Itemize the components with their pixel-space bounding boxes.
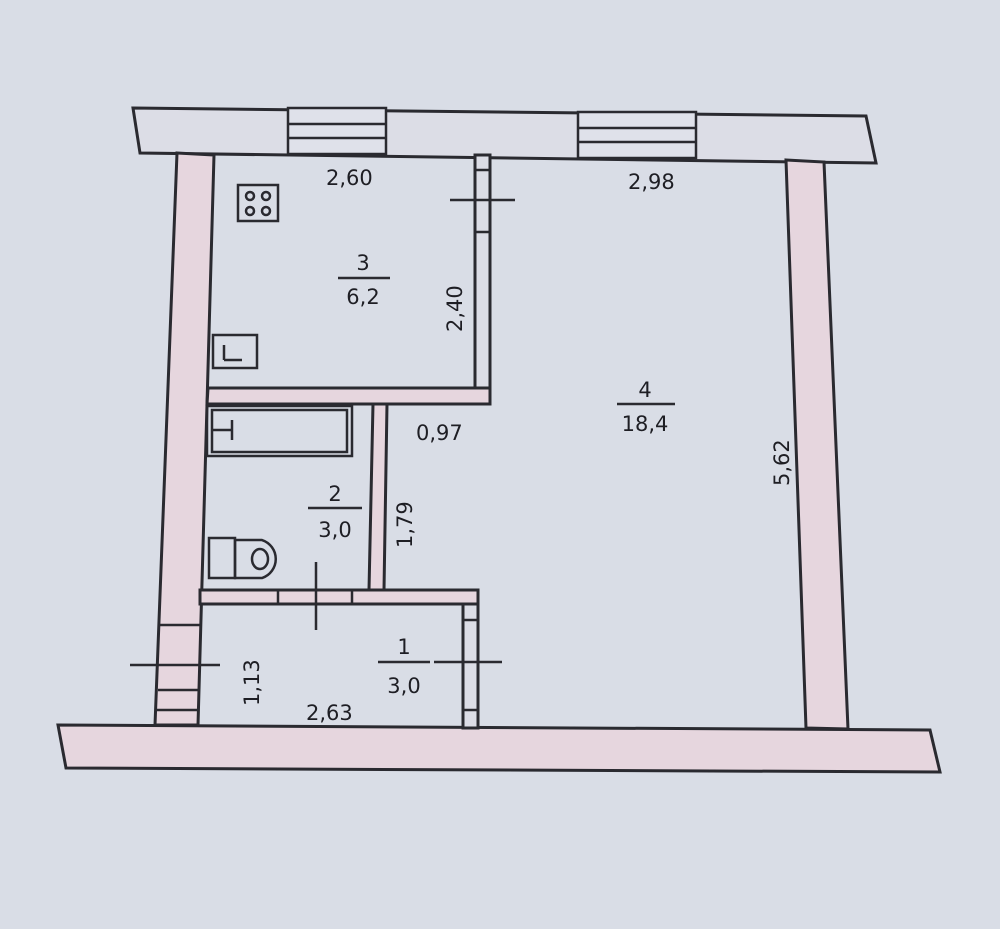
- dim-bath-depth: 1,79: [393, 501, 417, 548]
- room-4-number: 4: [638, 378, 651, 402]
- bathtub-icon: [205, 404, 354, 458]
- dim-kitchen-width: 2,60: [326, 166, 373, 190]
- room-2-label: 2 3,0: [308, 482, 362, 542]
- dim-hall-depth: 1,13: [240, 659, 264, 706]
- kitchen-partition-vertical: [473, 153, 492, 392]
- room-1-area: 3,0: [387, 674, 420, 698]
- window-main-room: [576, 110, 698, 160]
- entrance-door: [130, 623, 220, 712]
- right-exterior-wall: [784, 158, 850, 731]
- hall-partition-vertical: [461, 602, 480, 730]
- room-4-label: 4 18,4: [617, 378, 675, 436]
- room-4-area: 18,4: [622, 412, 669, 436]
- stove-icon: [236, 183, 280, 223]
- toilet-icon: [207, 536, 277, 580]
- room-3-label: 3 6,2: [338, 251, 390, 309]
- room-2-number: 2: [328, 482, 341, 506]
- dim-kitchen-depth: 2,40: [443, 285, 467, 332]
- room-3-area: 6,2: [346, 285, 379, 309]
- dim-hall-width: 2,63: [306, 701, 353, 725]
- dim-main-width: 2,98: [628, 170, 675, 194]
- room-2-area: 3,0: [318, 518, 351, 542]
- top-exterior-wall: [131, 106, 878, 165]
- left-exterior-wall: [153, 151, 216, 727]
- dim-main-depth: 5,62: [770, 439, 794, 486]
- room-1-label: 1 3,0: [378, 635, 430, 698]
- bathroom-partition-vertical: [367, 402, 389, 592]
- window-kitchen: [286, 106, 388, 156]
- kitchen-partition-horizontal: [205, 386, 492, 406]
- hall-partition-horizontal: [198, 588, 480, 606]
- kitchen-sink-icon: [211, 333, 259, 370]
- room-1-number: 1: [397, 635, 410, 659]
- dim-corridor-gap: 0,97: [416, 421, 463, 445]
- bottom-exterior-wall: [56, 723, 942, 774]
- room-3-number: 3: [356, 251, 369, 275]
